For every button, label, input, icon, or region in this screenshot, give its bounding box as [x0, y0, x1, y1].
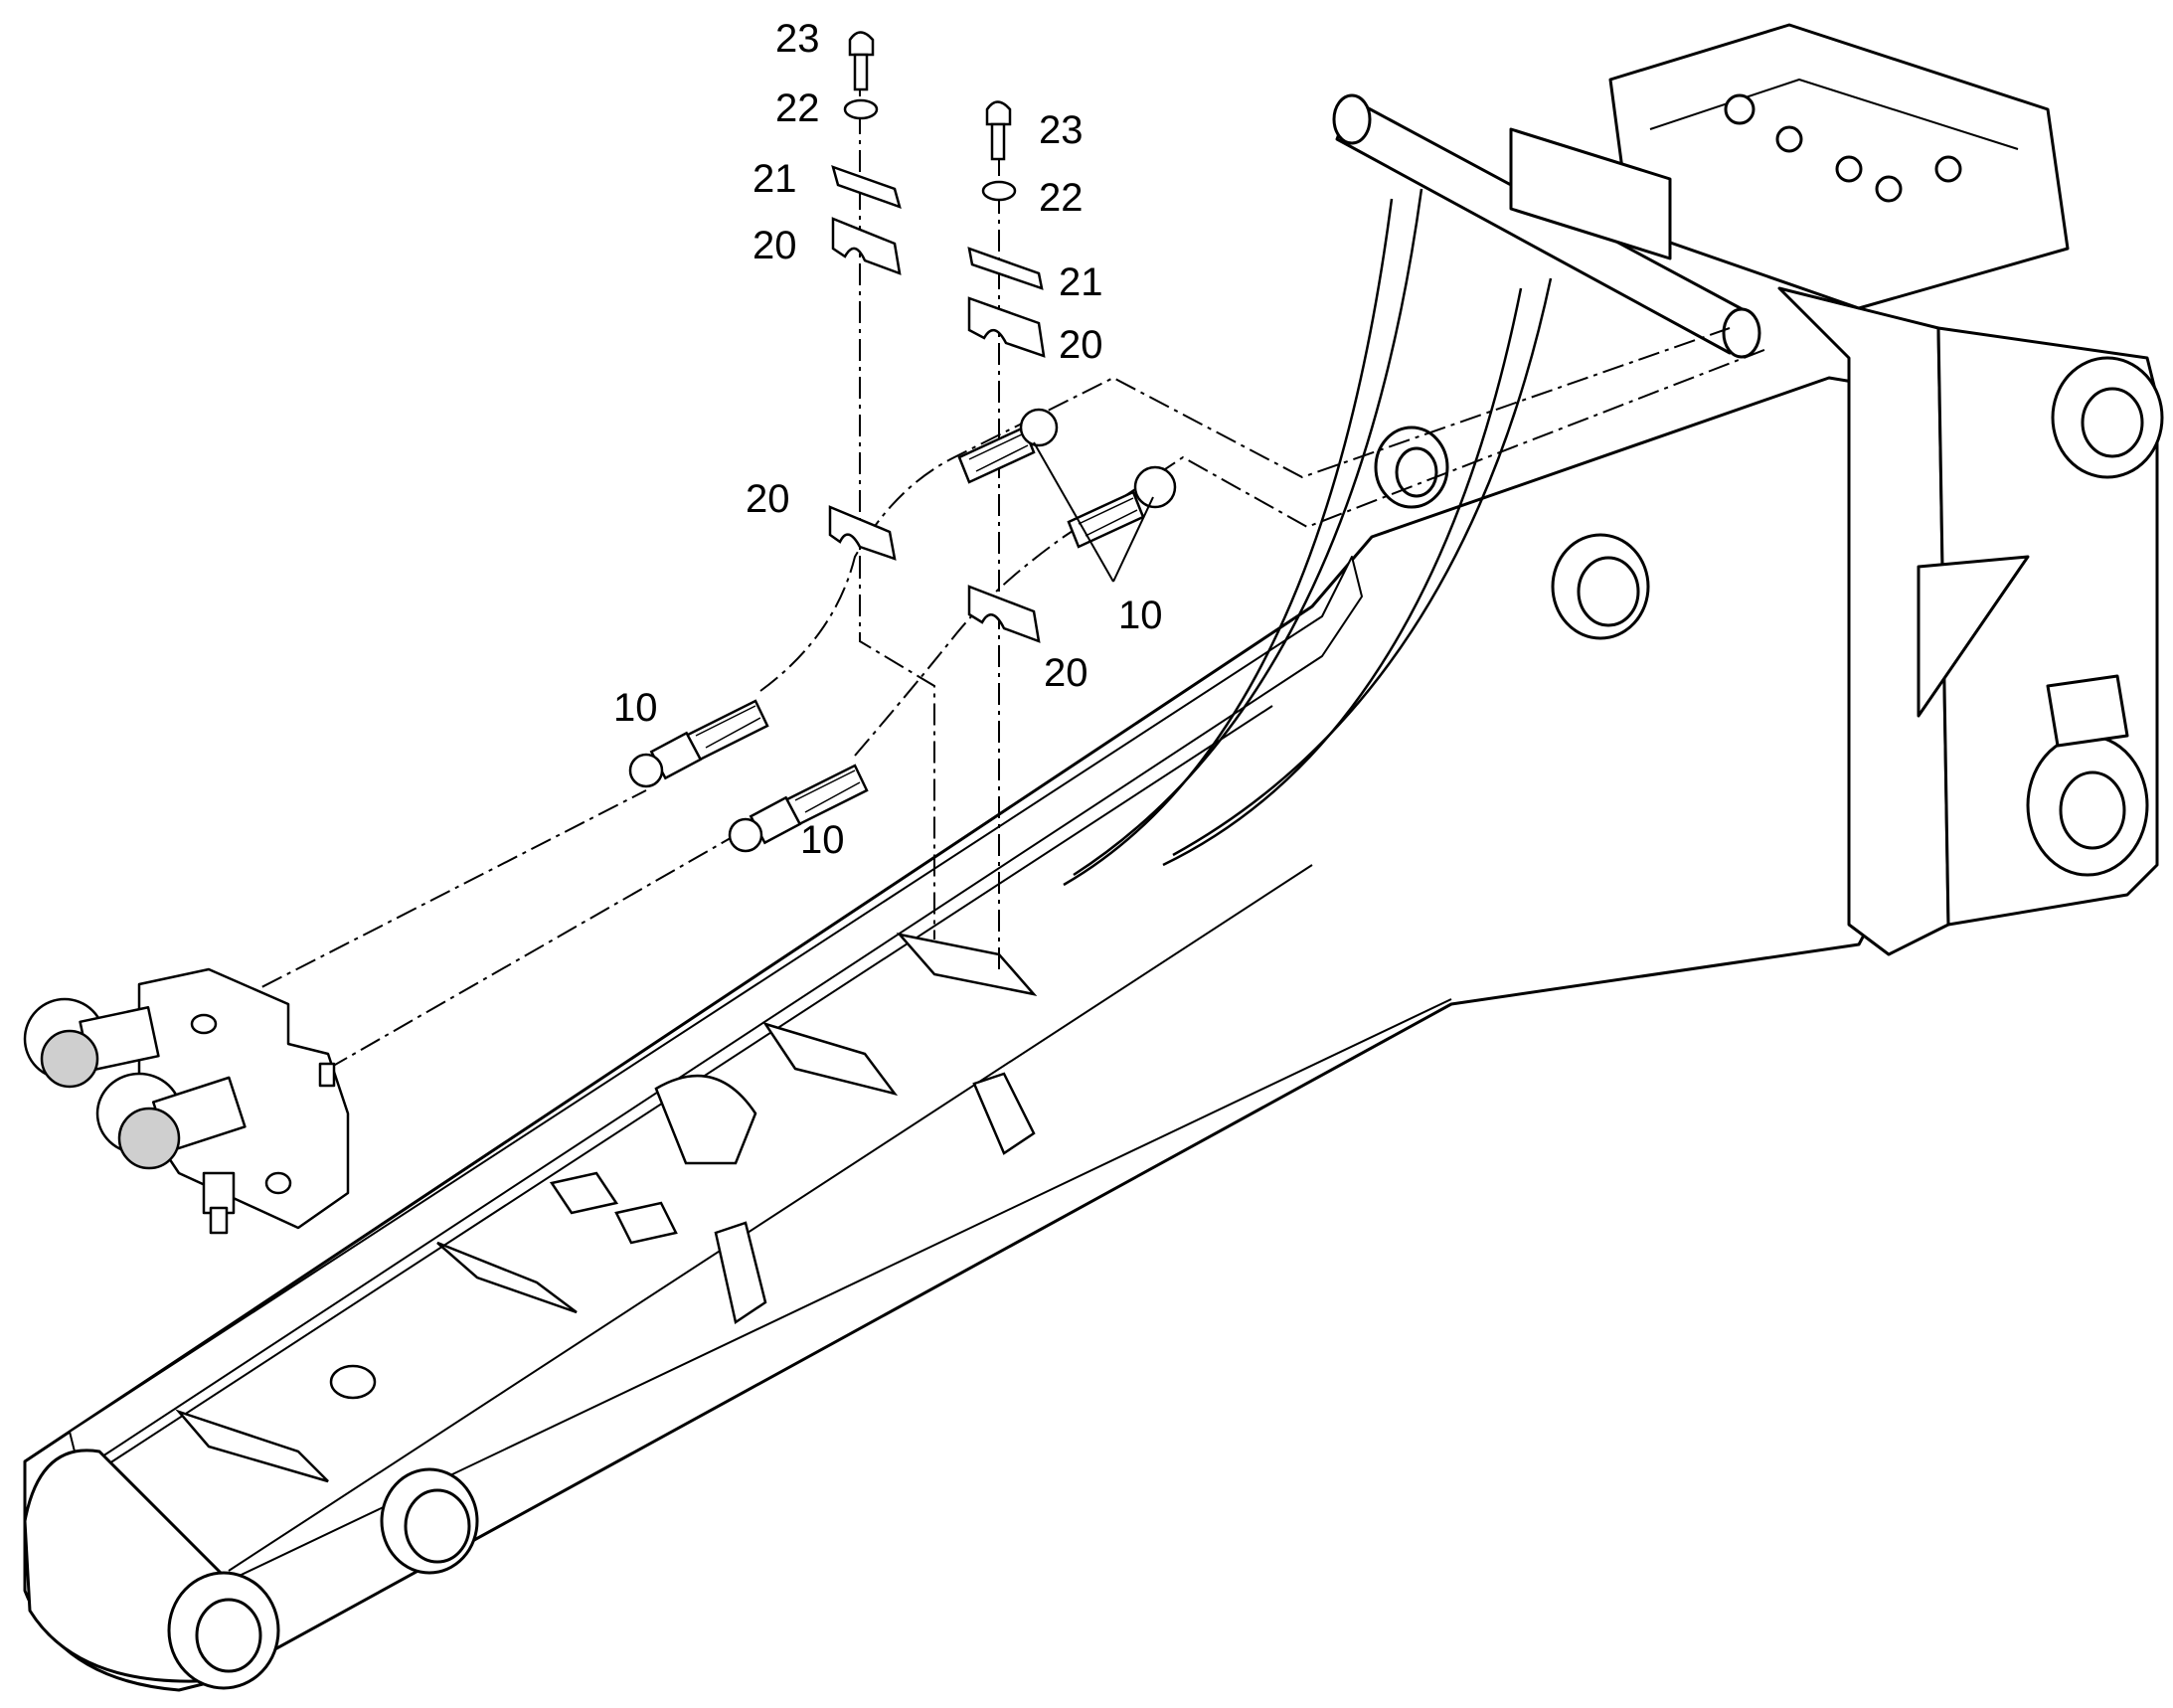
boom-top-face [69, 556, 1363, 1472]
washer-22-b [981, 180, 1017, 202]
link-1 [972, 1072, 1036, 1155]
head-web [1917, 555, 2030, 718]
head-pin-lower-inner [2059, 770, 2126, 850]
boom-plates [175, 933, 1038, 1483]
washer-22-a [843, 98, 879, 120]
plate-4 [175, 1409, 329, 1483]
leader-lines [228, 75, 1770, 1070]
pad-1 [549, 1171, 619, 1215]
leader-clamp-a-drop [859, 557, 935, 939]
hose-10-b [728, 764, 869, 853]
nose-bore-inner [195, 1598, 262, 1673]
boom-rib-3 [1172, 277, 1553, 857]
pointer-10-c-2 [1112, 496, 1154, 583]
callout-21-b: 21 [1059, 260, 1103, 304]
leader-hose-lower [327, 347, 1770, 1070]
boom-rib-1 [1073, 188, 1423, 877]
callout-20-c: 20 [746, 477, 790, 521]
link-2 [714, 1221, 767, 1325]
head-bracket [2046, 674, 2129, 748]
quick-coupler-2 [95, 1072, 247, 1170]
callout-10-a: 10 [613, 686, 658, 730]
hose-10-a-nut [628, 753, 664, 788]
grease-fitting [329, 1364, 377, 1400]
callout-22-b: 22 [1039, 176, 1084, 220]
head-left-lug [1509, 127, 1672, 260]
head-left-lug-hole-inner [1395, 446, 1438, 498]
callout-10-b: 10 [800, 818, 845, 862]
hose-10-c [957, 408, 1059, 484]
hose-10-b-nut [728, 817, 763, 853]
clamp-20-d [967, 585, 1041, 643]
coupling-block [23, 967, 350, 1235]
bolt-23-a [848, 31, 875, 91]
boom-channel-edge-2 [228, 864, 1313, 1572]
quick-coupler-1 [23, 997, 160, 1089]
hose-10-c-nut [1019, 408, 1059, 447]
side-boss-inner [404, 1488, 471, 1564]
clamp-20-b [967, 296, 1046, 358]
plate-1 [896, 933, 1038, 996]
pad-2 [614, 1201, 678, 1245]
hose-10-d [1067, 465, 1177, 549]
valve-fitting-4 [1875, 175, 1903, 203]
boom-head [1332, 23, 2164, 956]
head-pin-upper-inner [2081, 387, 2144, 458]
valve-fitting-3 [1835, 155, 1863, 183]
callout-20-b: 20 [1059, 323, 1103, 367]
hose-10-d-nut [1133, 465, 1177, 509]
coupling-port-1 [190, 1013, 218, 1035]
coupling-stud [318, 1062, 336, 1088]
callout-10-c: 10 [1118, 594, 1163, 637]
fasteners [828, 31, 1046, 643]
elbow-fitting [202, 1171, 236, 1235]
callout-23-a: 23 [775, 17, 820, 61]
callout-22-a: 22 [775, 86, 820, 130]
valve-fitting-5 [1934, 155, 1962, 183]
pointer-10-c-1 [1033, 441, 1114, 583]
hose-10-a [628, 699, 769, 788]
callout-pointers [1033, 441, 1154, 583]
callout-21-a: 21 [752, 157, 797, 201]
valve-fitting-2 [1775, 125, 1803, 153]
valve-fitting-1 [1724, 93, 1755, 125]
boom-arm [23, 188, 1950, 1692]
plate-21-b [967, 247, 1044, 290]
plate-2 [762, 1021, 899, 1097]
plate-21-a [831, 165, 902, 209]
callout-20-a: 20 [752, 224, 797, 267]
callout-labels: 23 22 21 20 23 22 21 20 20 20 10 10 10 [613, 17, 1163, 862]
plate-3 [436, 1241, 578, 1314]
boom-rib-2 [1063, 198, 1394, 887]
callout-23-b: 23 [1039, 108, 1084, 152]
cross-pin-end [1332, 93, 1372, 145]
clamp-20-a [831, 217, 902, 275]
bolt-23-b [985, 100, 1012, 161]
clip-mount-1 [654, 1074, 757, 1165]
coupling-port-2 [264, 1171, 292, 1195]
boom-rib-4 [1162, 287, 1523, 867]
leader-hose-upper [228, 327, 1731, 1005]
valve-block-top [1649, 79, 2019, 150]
mid-boss-inner [1577, 556, 1640, 627]
cross-pin-end-right [1722, 307, 1761, 359]
hose-assemblies [628, 408, 1177, 853]
callout-20-d: 20 [1044, 651, 1088, 695]
boom-body-outline [23, 376, 1950, 1692]
clamp-20-c [828, 505, 897, 561]
